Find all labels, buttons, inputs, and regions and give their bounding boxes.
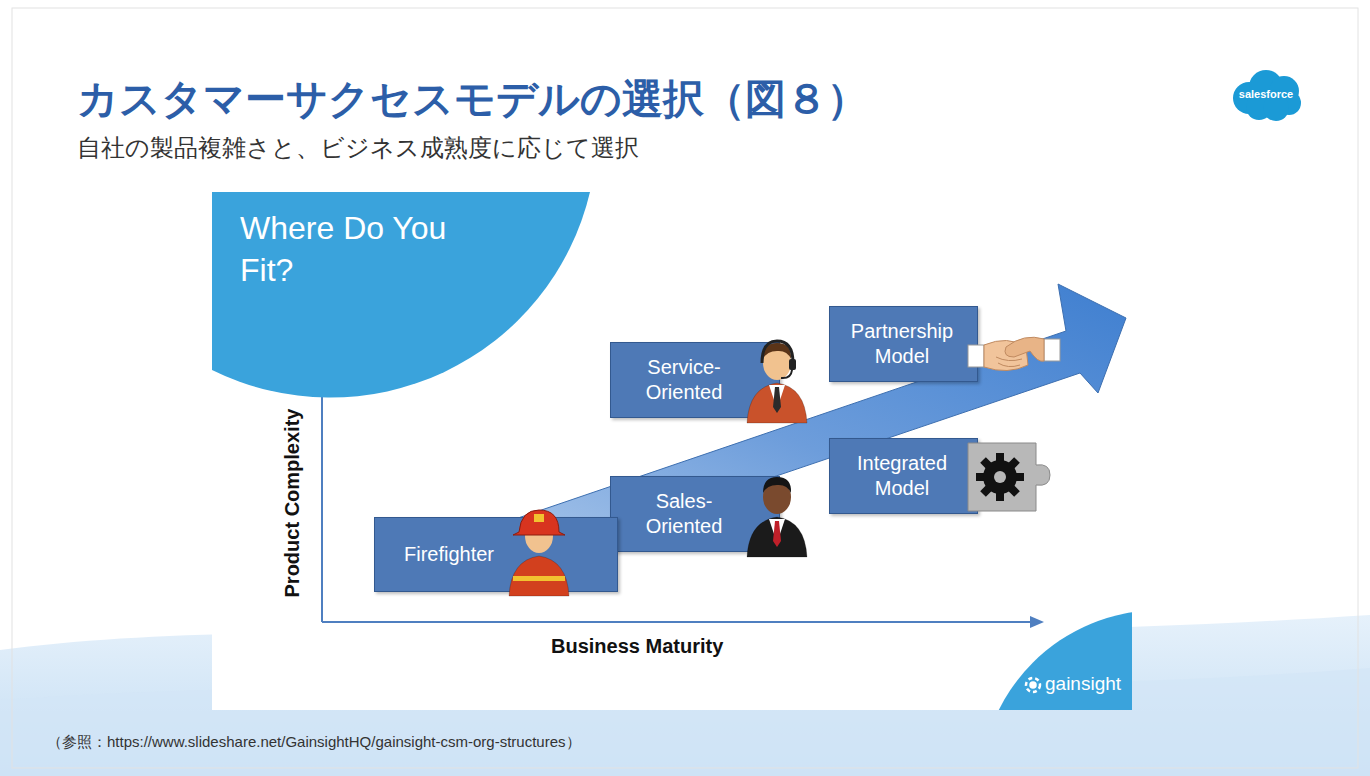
gainsight-dot bbox=[1031, 683, 1036, 688]
hand bbox=[1005, 337, 1044, 361]
embedded-figure bbox=[212, 192, 1132, 710]
jacket-stripe bbox=[513, 576, 565, 581]
model-icon bbox=[737, 329, 827, 424]
quarter-circle bbox=[212, 192, 590, 398]
slide-title: カスタマーサクセスモデルの選択（図８） bbox=[77, 72, 868, 127]
model-icon bbox=[499, 502, 589, 597]
slide-border bbox=[12, 8, 1358, 768]
model-box: Sales- Oriented bbox=[610, 476, 780, 552]
salesforce-cloud bbox=[1233, 70, 1301, 121]
heading-shape: Where Do You Fit? bbox=[212, 192, 590, 370]
heading-text: Where Do You Fit? bbox=[240, 208, 480, 291]
headset-ear bbox=[789, 359, 796, 370]
icon-figure bbox=[747, 477, 807, 557]
person-tie bbox=[773, 387, 781, 413]
headset-mic bbox=[781, 370, 792, 378]
person-tie bbox=[773, 521, 781, 547]
axes bbox=[322, 392, 1036, 622]
person-body bbox=[509, 556, 569, 596]
box-label: Service- Oriented bbox=[646, 356, 723, 403]
finger-lines bbox=[996, 357, 1022, 367]
subtitle: 自社の製品複雑さと、ビジネス成熟度に応じて選択 bbox=[77, 134, 639, 163]
icon-figure bbox=[968, 337, 1060, 370]
gear bbox=[976, 453, 1024, 501]
box-label: Partnership Model bbox=[851, 320, 953, 367]
y-axis bbox=[321, 392, 323, 622]
model-box: Service- Oriented bbox=[610, 342, 780, 418]
model-icon bbox=[966, 435, 1056, 530]
box-label: Sales- Oriented bbox=[646, 490, 723, 537]
logo-text: salesforce bbox=[1236, 88, 1296, 101]
model-box: Partnership Model bbox=[829, 306, 978, 382]
model-icon bbox=[968, 317, 1058, 412]
cuff bbox=[968, 345, 984, 367]
figure-ground bbox=[212, 192, 1132, 710]
headset-band bbox=[762, 341, 793, 363]
fire-helmet bbox=[513, 510, 565, 535]
corner-quarter-circle bbox=[980, 610, 1132, 710]
gainsight-mark bbox=[1026, 678, 1040, 692]
model-box: Firefighter bbox=[374, 517, 618, 592]
growth-arrow bbox=[436, 284, 1126, 586]
model-icon bbox=[737, 463, 827, 558]
icon-figure bbox=[509, 510, 569, 596]
logo-text: gainsight bbox=[1045, 673, 1121, 696]
person-body bbox=[747, 383, 807, 423]
box-label: Integrated Model bbox=[857, 452, 947, 499]
axis-title: Business Maturity bbox=[551, 634, 723, 658]
x-axis bbox=[322, 621, 1036, 623]
model-box: Integrated Model bbox=[829, 438, 978, 514]
box-label: Firefighter bbox=[404, 543, 494, 565]
gainsight-swirl bbox=[1026, 678, 1040, 692]
gear-hub bbox=[994, 471, 1006, 483]
gear-wheel bbox=[983, 460, 1017, 494]
person-body bbox=[747, 517, 807, 557]
footnote: （参照：https://www.slideshare.net/Gainsight… bbox=[47, 733, 581, 751]
axis-title: Product Complexity bbox=[280, 373, 304, 633]
cuff bbox=[1044, 339, 1060, 361]
puzzle-piece bbox=[968, 443, 1050, 511]
icon-figure bbox=[968, 443, 1050, 511]
person-hair bbox=[763, 477, 791, 493]
helmet-badge bbox=[534, 514, 544, 522]
icon-figure bbox=[747, 341, 807, 423]
axis-arrowhead bbox=[1030, 616, 1044, 628]
